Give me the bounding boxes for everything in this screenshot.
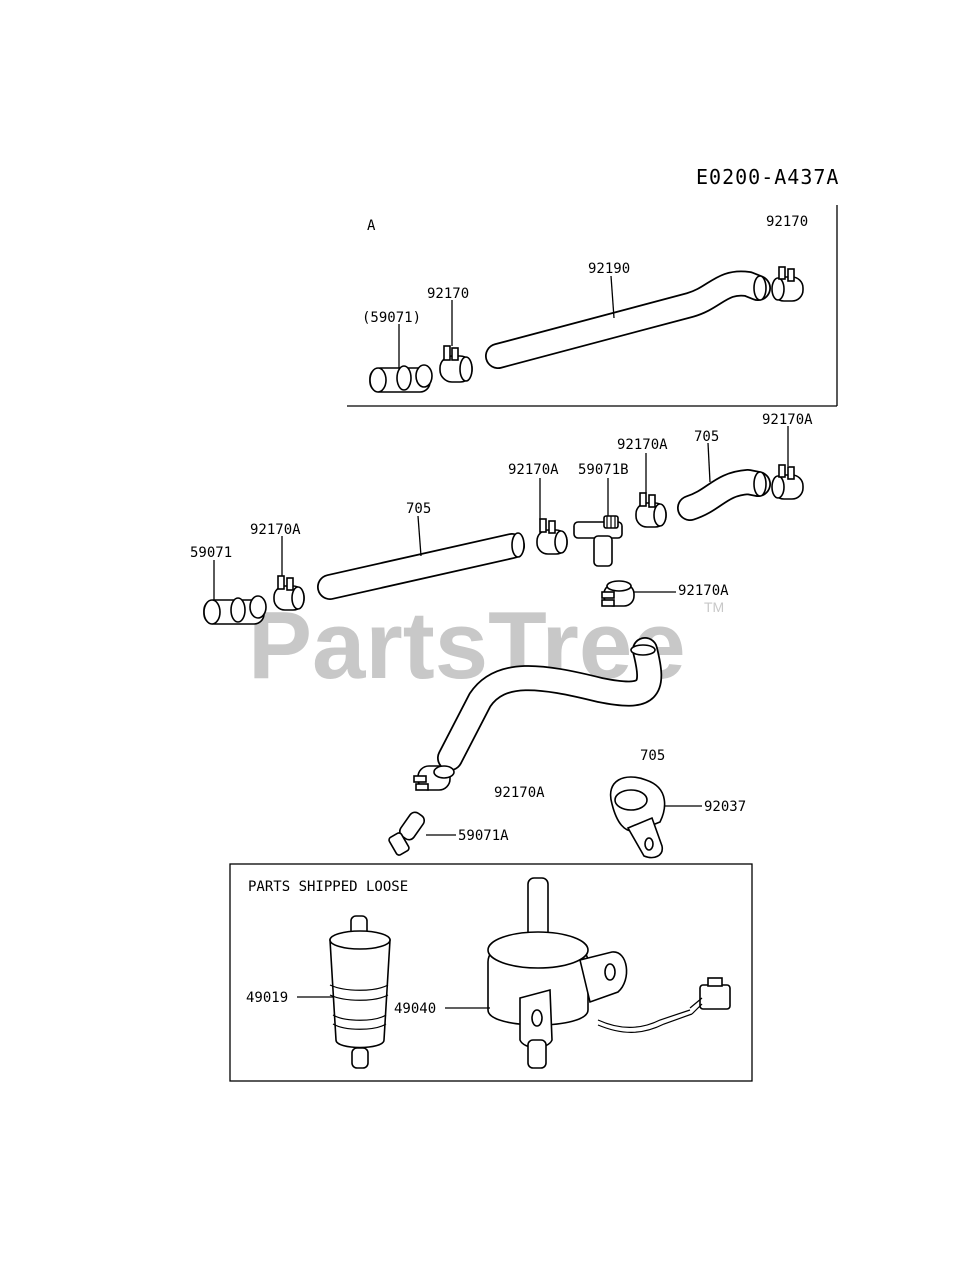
label-59071-a: (59071) bbox=[362, 310, 421, 326]
loose-parts-frame bbox=[229, 863, 753, 1082]
hose-705-top-right[interactable] bbox=[677, 469, 771, 521]
label-92170a-far-left: 92170A bbox=[250, 522, 301, 538]
hose-705-long[interactable] bbox=[317, 532, 525, 600]
fuel-pump-49040[interactable] bbox=[487, 877, 731, 1069]
label-49040: 49040 bbox=[394, 1001, 436, 1017]
clamp-92170-right[interactable] bbox=[771, 266, 804, 302]
clamp-92170a-below-tee[interactable] bbox=[601, 580, 635, 607]
leader-705-top-right bbox=[707, 442, 711, 483]
section-a-label: A bbox=[367, 218, 376, 234]
label-92170-right: 92170 bbox=[766, 214, 808, 230]
leader-92190 bbox=[610, 275, 615, 319]
clamp-92170a-upper-mid[interactable] bbox=[635, 492, 667, 528]
tee-fitting-59071b[interactable] bbox=[573, 515, 623, 567]
p-clamp-92037[interactable] bbox=[609, 776, 666, 859]
label-59071b: 59071B bbox=[578, 462, 629, 478]
fitting-59071-left[interactable] bbox=[203, 595, 267, 625]
fitting-59071a-bottom[interactable] bbox=[388, 810, 427, 856]
clamp-92170a-bottom[interactable] bbox=[413, 765, 455, 791]
label-705-top-right: 705 bbox=[694, 429, 719, 445]
label-49019: 49019 bbox=[246, 990, 288, 1006]
clamp-92170a-top-right[interactable] bbox=[771, 464, 804, 500]
label-92170-left: 92170 bbox=[427, 286, 469, 302]
clamp-92170a-left-mid[interactable] bbox=[536, 518, 568, 555]
loose-parts-title: PARTS SHIPPED LOOSE bbox=[248, 879, 408, 895]
fitting-59071-a[interactable] bbox=[369, 364, 433, 393]
leader-705-long bbox=[417, 515, 422, 557]
label-705-long: 705 bbox=[406, 501, 431, 517]
section-a-frame bbox=[347, 205, 838, 407]
label-92037: 92037 bbox=[704, 799, 746, 815]
clamp-92170-left[interactable] bbox=[439, 345, 473, 383]
watermark-trademark: TM bbox=[704, 599, 724, 615]
label-92170a-below-tee: 92170A bbox=[678, 583, 729, 599]
clamp-92170a-far-left[interactable] bbox=[273, 575, 305, 611]
label-92190: 92190 bbox=[588, 261, 630, 277]
fuel-filter-49019[interactable] bbox=[329, 915, 391, 1069]
label-59071a: 59071A bbox=[458, 828, 509, 844]
hose-curved-lower[interactable] bbox=[437, 637, 663, 771]
label-705-pclamp: 705 bbox=[640, 748, 665, 764]
label-92170a-upper-mid: 92170A bbox=[617, 437, 668, 453]
label-92170a-left-mid: 92170A bbox=[508, 462, 559, 478]
label-59071-left: 59071 bbox=[190, 545, 232, 561]
hose-92190[interactable] bbox=[485, 270, 771, 369]
diagram-code: E0200-A437A bbox=[696, 165, 839, 189]
label-92170a-top-right: 92170A bbox=[762, 412, 813, 428]
label-92170a-bottom: 92170A bbox=[494, 785, 545, 801]
